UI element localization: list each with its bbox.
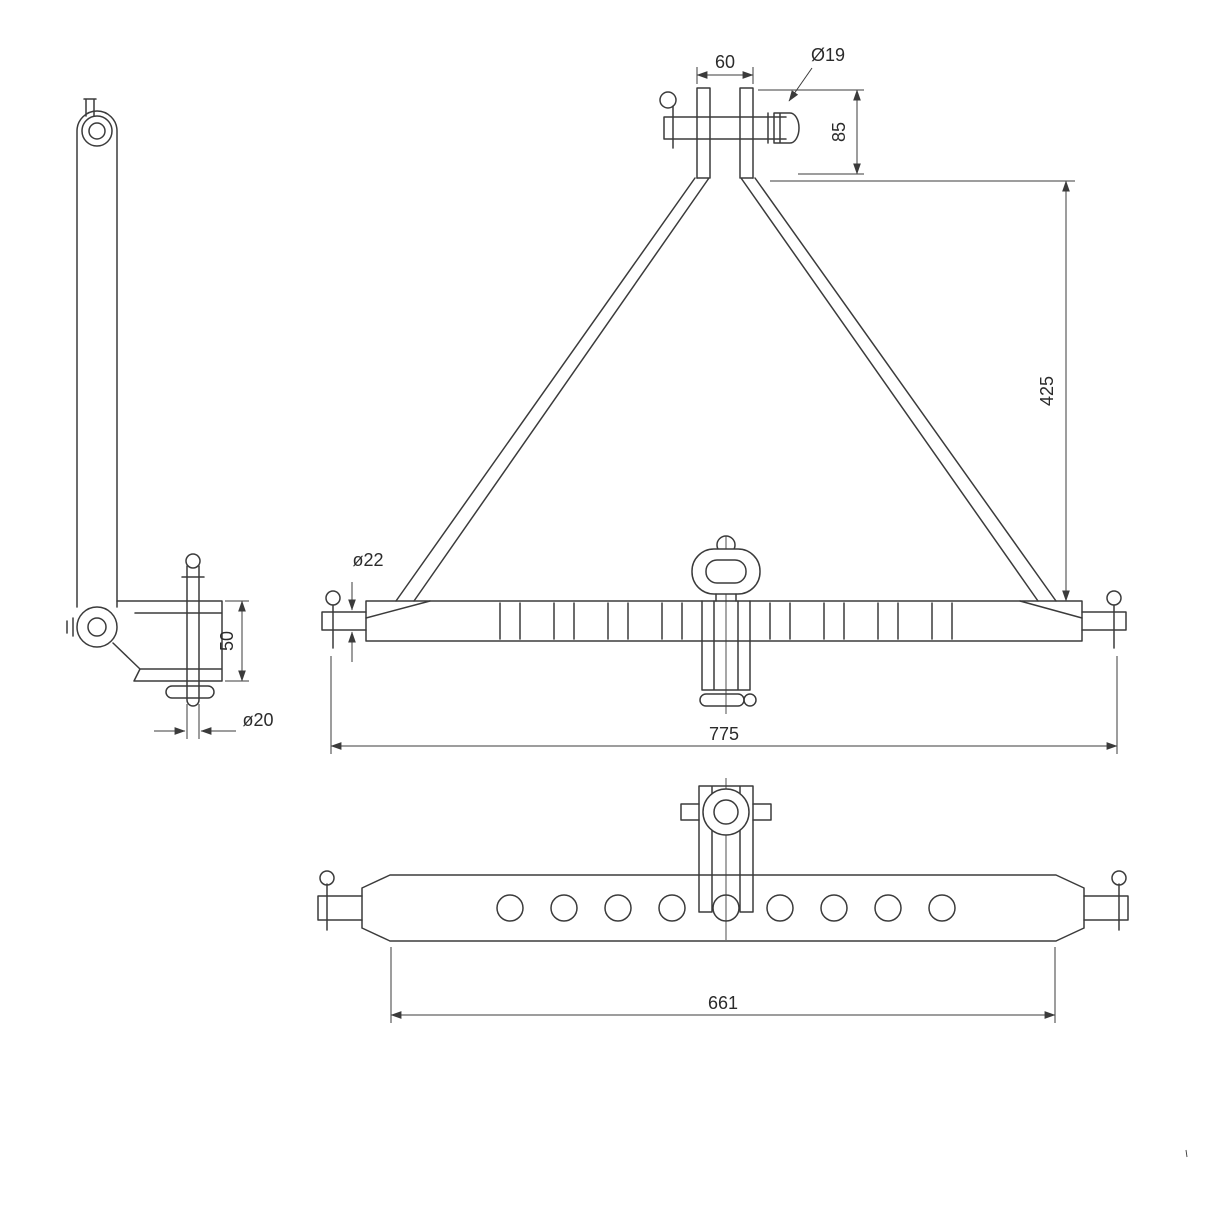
top-view: 661	[317, 778, 1129, 1023]
bar-hole-2	[550, 894, 578, 922]
top-right-linch-ring	[1111, 870, 1127, 886]
center-bottom-pin-ring	[743, 693, 757, 707]
front-bar-hole-marks	[499, 602, 953, 640]
dim-60-text: 60	[715, 52, 735, 72]
side-top-pin-clip	[83, 98, 97, 117]
top-bracket-boss-outer	[702, 788, 750, 836]
bar-hole-5	[712, 894, 740, 922]
dim-85-extension-lines	[758, 89, 864, 175]
bar-hole-8	[874, 894, 902, 922]
dim-425: 425	[770, 180, 1075, 602]
front-right-hitch-pin	[1081, 604, 1127, 649]
center-bottom-pin	[699, 693, 745, 707]
side-top-eye-outer	[81, 115, 113, 147]
dim-775-extension-lines	[330, 656, 1118, 754]
top-link-pin	[663, 105, 800, 149]
top-bracket-plates	[698, 785, 754, 913]
dia20-text: ø20	[242, 710, 273, 730]
side-bar-outline	[76, 110, 118, 608]
left-gusset	[365, 600, 431, 619]
handle-neck	[715, 593, 737, 602]
front-left-hitch-pin	[321, 604, 367, 649]
dim-dia20: ø20	[154, 704, 274, 739]
side-top-eye-inner	[88, 122, 106, 140]
side-lower-pin-end-outer	[76, 606, 118, 648]
top-left-hitch-pin	[317, 883, 363, 931]
dim-661-text: 661	[708, 993, 738, 1013]
bar-hole-1	[496, 894, 524, 922]
dia22-text: ø22	[352, 550, 383, 570]
side-clevis-pin-ball	[185, 553, 201, 569]
bar-hole-3	[604, 894, 632, 922]
stray-mark	[1185, 1149, 1188, 1158]
dia20-extension-lines	[186, 704, 200, 739]
bar-hole-9	[928, 894, 956, 922]
aframe-legs	[395, 177, 1057, 602]
dia19-leader	[788, 67, 813, 102]
side-clevis-outline	[112, 600, 223, 682]
dim-60: 60	[696, 52, 754, 84]
dim-661: 661	[390, 947, 1056, 1023]
right-gusset	[1019, 600, 1083, 619]
side-clevis-pin	[181, 565, 205, 707]
top-bracket-pin-stubs	[680, 803, 772, 821]
front-bar-outline	[365, 600, 1083, 642]
top-link-pin-ring	[659, 91, 677, 109]
dia19-text: Ø19	[811, 45, 845, 65]
bar-hole-6	[766, 894, 794, 922]
side-lower-pin-clip	[66, 617, 74, 637]
dim-775: 775	[330, 656, 1118, 754]
dim-dia22: ø22	[348, 550, 384, 662]
side-view: 50 ø20	[66, 98, 274, 739]
side-clevis-clip	[165, 685, 215, 699]
dim-661-extension-lines	[390, 947, 1056, 1023]
top-bar-outline	[361, 874, 1085, 942]
side-lower-pin-end-inner	[87, 617, 107, 637]
top-left-linch-ring	[319, 870, 335, 886]
handle-inner	[705, 559, 747, 584]
center-housing	[701, 600, 751, 691]
dim-85-text: 85	[829, 122, 849, 142]
dim-50-text: 50	[217, 631, 237, 651]
bar-hole-7	[820, 894, 848, 922]
top-right-hitch-pin	[1083, 883, 1129, 931]
top-bracket-boss-inner	[713, 799, 739, 825]
dim-85: 85	[758, 89, 864, 175]
label-dia19: Ø19	[788, 45, 845, 102]
bar-hole-4	[658, 894, 686, 922]
handle-outer	[691, 548, 761, 595]
mast-plates	[696, 87, 754, 179]
front-left-linch-ring	[325, 590, 341, 606]
front-right-linch-ring	[1106, 590, 1122, 606]
top-bar-holes	[496, 894, 956, 922]
dim-775-text: 775	[709, 724, 739, 744]
dim-425-text: 425	[1037, 376, 1057, 406]
dim-50: 50	[217, 600, 249, 682]
front-view: 60 Ø19 85 425 ø22 775	[321, 45, 1127, 754]
